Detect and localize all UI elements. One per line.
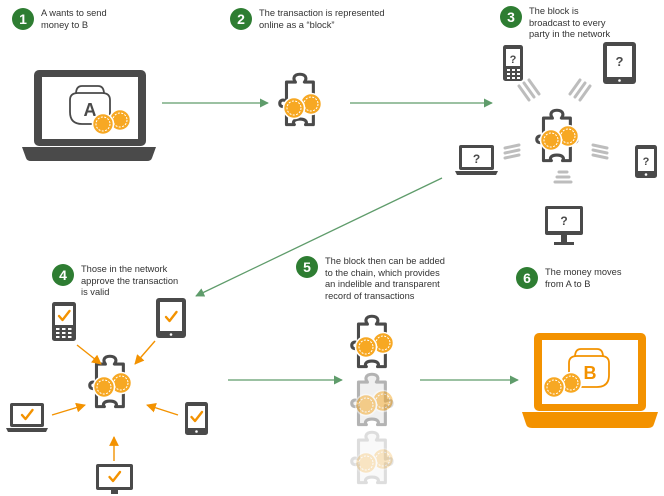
phone-icon: ? — [503, 45, 523, 81]
wallet-label-sender: A — [84, 100, 97, 120]
phone-icon: ? — [635, 145, 657, 178]
step-2: 2 The transaction is represented online … — [230, 8, 385, 31]
approval-arrows — [51, 340, 179, 461]
tablet-icon — [156, 298, 186, 338]
step-description: The transaction is represented online as… — [259, 8, 385, 30]
laptop-icon — [6, 403, 48, 432]
tablet-icon: ? — [603, 42, 636, 84]
unknown-mark: ? — [643, 156, 650, 168]
step-number-badge: 4 — [52, 264, 74, 286]
unknown-mark: ? — [616, 54, 624, 69]
unknown-mark: ? — [510, 54, 517, 66]
broadcast-waves — [503, 78, 609, 184]
wallet-label-receiver: B — [584, 363, 597, 383]
step-number-badge: 6 — [516, 267, 538, 289]
step-4: 4 Those in the network approve the trans… — [52, 264, 178, 299]
unknown-mark: ? — [560, 214, 567, 228]
step-6: 6 The money moves from A to B — [516, 267, 621, 290]
flow-arrows — [162, 98, 519, 385]
wallet-icon — [69, 85, 111, 125]
step-description: The money moves from A to B — [545, 267, 622, 289]
step-3: 3 The block is broadcast to every party … — [500, 6, 610, 41]
monitor-icon: ? — [545, 206, 583, 245]
step-5: 5 The block then can be added to the cha… — [296, 256, 445, 302]
step-number-badge: 2 — [230, 8, 252, 30]
laptop-icon: ? — [455, 145, 498, 175]
step-number-badge: 1 — [12, 8, 34, 30]
phone-icon — [185, 402, 208, 435]
monitor-icon — [96, 464, 133, 494]
step-description: The block is broadcast to every party in… — [529, 6, 611, 39]
unknown-mark: ? — [473, 152, 480, 166]
arrow-3-to-4 — [195, 177, 443, 297]
step-description: Those in the network approve the transac… — [81, 264, 179, 297]
step-number-badge: 5 — [296, 256, 318, 278]
step-number-badge: 3 — [500, 6, 522, 28]
phone-icon — [52, 302, 76, 341]
step-description: The block then can be added to the chain… — [325, 256, 445, 301]
step-1: 1 A wants to send money to B — [12, 8, 107, 31]
step-description: A wants to send money to B — [41, 8, 107, 30]
